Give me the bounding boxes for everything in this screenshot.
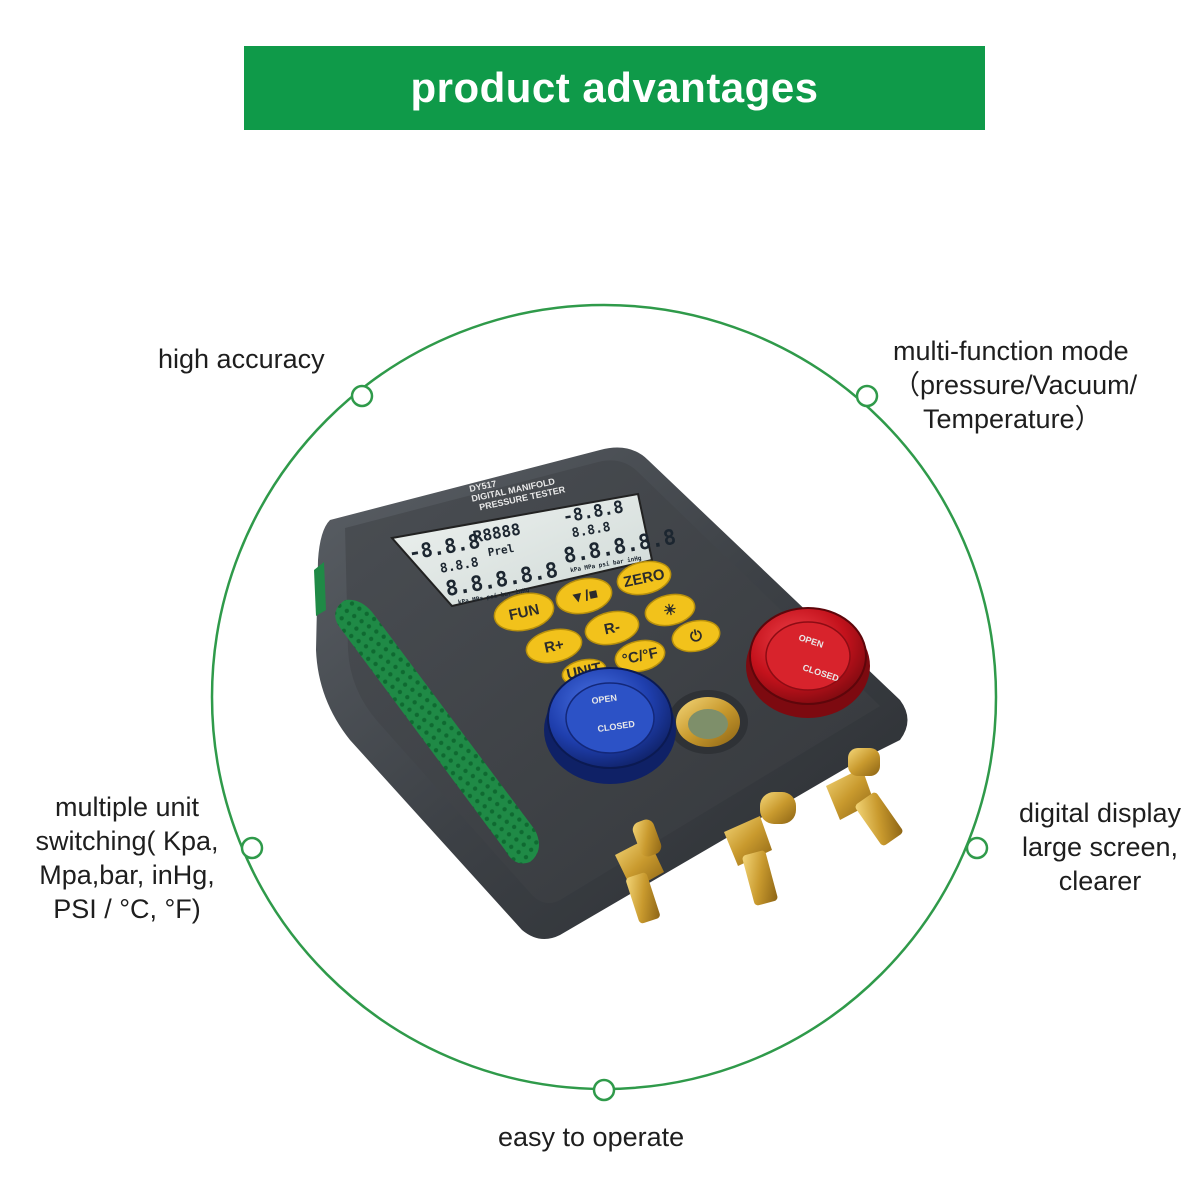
fun-button[interactable]: FUN (491, 588, 557, 636)
r-minus-button[interactable]: R- (582, 607, 641, 650)
brass-fitting-center (724, 792, 796, 906)
feature-digital-display: digital display large screen, clearer (1000, 796, 1200, 898)
feature-unit-line-3: Mpa,bar, inHg, (39, 860, 215, 890)
feature-high-accuracy: high accuracy (158, 344, 325, 374)
ring-node-easy (592, 1078, 616, 1102)
lcd-right-mid: 8.8.8 (571, 520, 612, 542)
feature-unit-switching: multiple unit switching( Kpa, Mpa,bar, i… (18, 790, 236, 926)
feature-multi-function-line-2: （pressure/Vacuum/ (893, 370, 1138, 400)
red-valve-knob[interactable]: OPEN CLOSED (746, 607, 870, 718)
r-plus-button[interactable]: R+ (523, 625, 584, 668)
feature-unit-line-2: switching( Kpa, (35, 826, 219, 856)
lcd-screen (390, 492, 654, 608)
side-grip (314, 562, 326, 616)
ring-node-multi-function (855, 384, 879, 408)
play-stop-icon: ▼/■ (569, 585, 600, 607)
sun-icon: ☀ (662, 601, 679, 620)
feature-display-line-1: digital display (1018, 798, 1182, 828)
feature-unit-line-4: PSI / °C, °F) (53, 894, 201, 924)
power-icon: ⏻ (689, 627, 704, 646)
rubber-grip (335, 599, 539, 864)
ring-node-digital-display (965, 836, 989, 860)
backlight-button[interactable]: ☀ (642, 590, 697, 630)
lcd-prel: Prel (487, 542, 515, 559)
feature-multi-function: multi-function mode （pressure/Vacuum/ Te… (893, 334, 1193, 436)
temp-unit-button[interactable]: °C/°F (612, 636, 667, 676)
feature-multi-function-line-1: multi-function mode (893, 336, 1129, 366)
ring-node-unit-switching (240, 836, 264, 860)
product-advantages-banner: product advantages (244, 46, 985, 130)
r-minus-label: R- (603, 619, 622, 639)
r-plus-label: R+ (543, 636, 566, 657)
brass-fitting-left (615, 819, 664, 924)
play-stop-button[interactable]: ▼/■ (553, 574, 615, 619)
ring-node-high-accuracy (350, 384, 374, 408)
banner-title: product advantages (410, 64, 819, 111)
feature-easy-to-operate: easy to operate (498, 1122, 685, 1152)
sight-glass (668, 690, 748, 754)
feature-display-line-2: large screen, (1021, 832, 1179, 862)
lcd-left-mid: 8.8.8 (439, 555, 480, 577)
power-button[interactable]: ⏻ (669, 616, 722, 655)
fun-button-label: FUN (507, 601, 541, 624)
blue-valve-knob[interactable]: OPEN CLOSED (544, 667, 676, 784)
manifold-device: DY517 DIGITAL MANIFOLD PRESSURE TESTER -… (314, 447, 908, 939)
blue-knob-open: OPEN (591, 693, 618, 706)
feature-display-line-3: clearer (1058, 866, 1142, 896)
feature-unit-line-1: multiple unit (54, 792, 200, 822)
zero-button[interactable]: ZERO (614, 557, 673, 600)
brass-fitting-right (826, 748, 903, 846)
feature-multi-function-line-3: Temperature） (923, 404, 1102, 434)
